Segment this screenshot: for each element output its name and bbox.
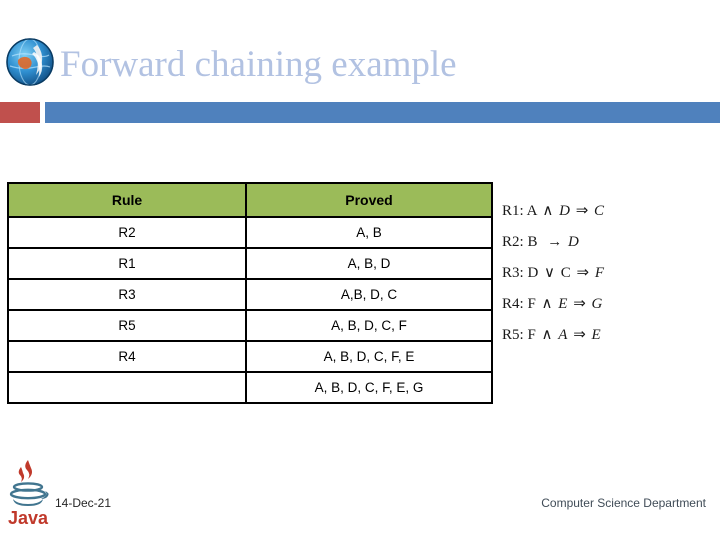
cell-proved: A, B, D, C, F (245, 309, 493, 342)
rule-label: R1: (502, 203, 524, 219)
table-row: R1 A, B, D (7, 247, 493, 280)
svg-text:Java: Java (8, 508, 49, 528)
rule-label: R2: (502, 234, 524, 250)
footer-date: 14-Dec-21 (55, 496, 112, 510)
table-body: R2 A, B R1 A, B, D R3 A,B, D, C R5 A, B,… (7, 216, 493, 404)
rule-antecedent-a: A (526, 203, 537, 219)
rule-implies-icon: ⇒ (573, 327, 586, 343)
rule-consequent: E (591, 327, 601, 343)
rule-item-r4: R4: F ∧ E ⇒ G (502, 289, 718, 320)
globe-hand-logo-icon (6, 38, 54, 86)
cell-rule: R5 (7, 309, 247, 342)
rule-item-r2: R2: B → D (502, 227, 718, 258)
java-logo-icon: Java (8, 460, 49, 528)
rule-antecedent-a: D (527, 265, 539, 281)
rule-consequent: F (594, 265, 605, 281)
rule-connective-icon: ∧ (542, 203, 554, 219)
rule-antecedent-a: F (527, 296, 536, 312)
table-row: R5 A, B, D, C, F (7, 309, 493, 342)
rule-implies-icon: → (547, 234, 563, 250)
rule-antecedent-a: F (527, 327, 536, 343)
rule-item-r3: R3: D ∨ C ⇒ F (502, 258, 718, 289)
rule-implies-icon: ⇒ (576, 265, 590, 281)
footer-department: Computer Science Department (541, 496, 706, 510)
column-header-rule: Rule (7, 182, 247, 218)
table-header-row: Rule Proved (7, 182, 493, 218)
rule-antecedent-b: C (560, 265, 571, 281)
table-row: R3 A,B, D, C (7, 278, 493, 311)
rule-connective-icon: ∧ (541, 296, 553, 312)
cell-rule: R4 (7, 340, 247, 373)
cell-proved: A,B, D, C (245, 278, 493, 311)
table-row: A, B, D, C, F, E, G (7, 371, 493, 404)
rule-antecedent-b: E (558, 296, 568, 312)
cell-rule: R3 (7, 278, 247, 311)
rule-label: R4: (502, 296, 524, 312)
page-title: Forward chaining example (60, 44, 457, 85)
cell-proved: A, B, D, C, F, E (245, 340, 493, 373)
slide-header: Forward chaining example (0, 0, 720, 130)
rule-label: R3: (502, 265, 524, 281)
rule-label: R5: (502, 327, 524, 343)
rule-antecedent-b: A (558, 327, 568, 343)
rule-antecedent-a: B (527, 234, 538, 250)
rule-implies-icon: ⇒ (573, 296, 586, 312)
rule-item-r1: R1: A ∧ D ⇒ C (502, 196, 718, 227)
rule-connective-icon: ∧ (541, 327, 553, 343)
rule-consequent: G (591, 296, 603, 312)
rule-connective-icon: ∨ (544, 265, 556, 281)
table-row: R4 A, B, D, C, F, E (7, 340, 493, 373)
rule-base-list: R1: A ∧ D ⇒ C R2: B → D R3: D ∨ C ⇒ F R4… (502, 196, 718, 351)
accent-bar-red (0, 102, 40, 123)
rule-item-r5: R5: F ∧ A ⇒ E (502, 320, 718, 351)
rule-consequent: D (567, 234, 579, 250)
column-header-proved: Proved (245, 182, 493, 218)
rule-implies-icon: ⇒ (575, 203, 589, 219)
table-row: R2 A, B (7, 216, 493, 249)
rule-antecedent-b: D (559, 203, 570, 219)
cell-proved: A, B (245, 216, 493, 249)
rule-consequent: C (594, 203, 605, 219)
cell-rule (7, 371, 247, 404)
cell-rule: R1 (7, 247, 247, 280)
cell-rule: R2 (7, 216, 247, 249)
forward-chaining-table: Rule Proved R2 A, B R1 A, B, D R3 A,B, D… (7, 182, 493, 404)
cell-proved: A, B, D, C, F, E, G (245, 371, 493, 404)
cell-proved: A, B, D (245, 247, 493, 280)
accent-bar-blue (45, 102, 720, 123)
